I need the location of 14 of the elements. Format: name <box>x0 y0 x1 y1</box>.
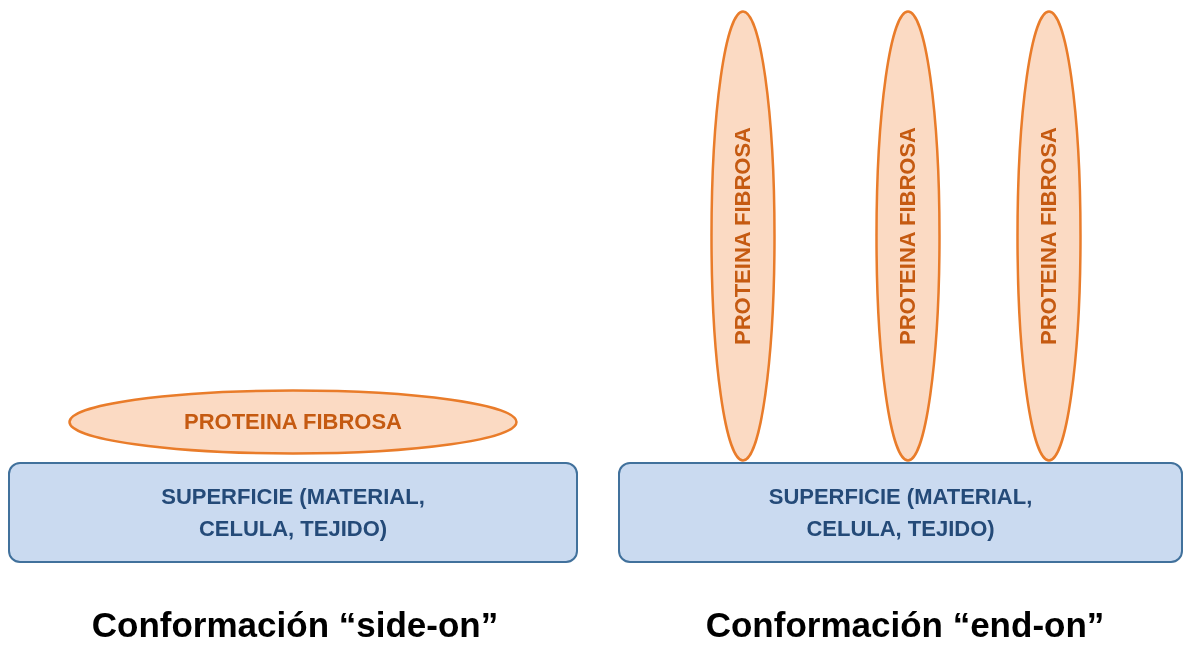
protein-ellipse <box>710 10 776 462</box>
conformation-caption: Conformación “side-on” <box>91 605 499 645</box>
protein-label: PROTEINA FIBROSA <box>184 409 402 435</box>
protein-ellipse <box>68 389 518 455</box>
conformation-caption: Conformación “end-on” <box>705 605 1105 645</box>
protein-label: PROTEINA FIBROSA <box>895 127 921 345</box>
protein-ellipse <box>875 10 941 462</box>
protein-ellipse <box>1016 10 1082 462</box>
surface-label: SUPERFICIE (MATERIAL, CELULA, TEJIDO) <box>767 482 1034 543</box>
surface-box <box>8 462 578 563</box>
surface-box <box>618 462 1183 563</box>
protein-label: PROTEINA FIBROSA <box>730 127 756 345</box>
surface-label: SUPERFICIE (MATERIAL, CELULA, TEJIDO) <box>160 482 426 543</box>
protein-label: PROTEINA FIBROSA <box>1036 127 1062 345</box>
